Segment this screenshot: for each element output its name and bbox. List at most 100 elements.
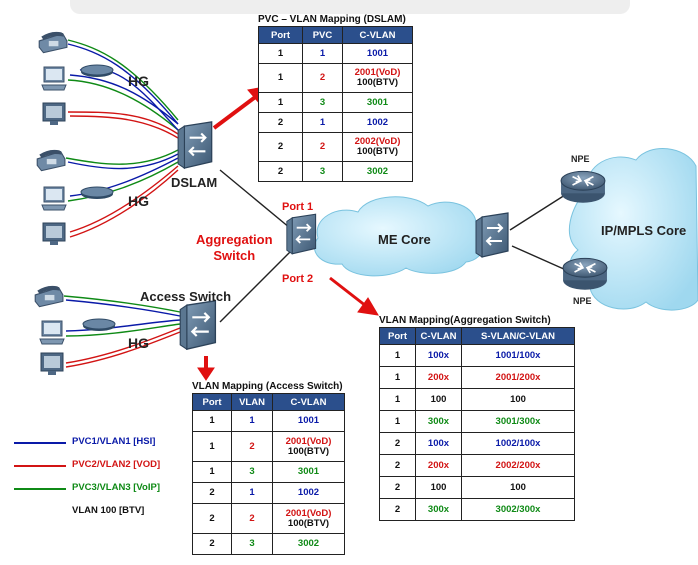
table-cell: 2 bbox=[231, 431, 273, 462]
table-cell: 100 bbox=[415, 476, 462, 499]
tv-icon bbox=[42, 222, 66, 246]
aggregation-table-title: VLAN Mapping(Aggregation Switch) bbox=[379, 315, 551, 326]
table-cell: 1 bbox=[379, 344, 416, 367]
cell-value: 1 bbox=[209, 440, 215, 452]
column-header: Port bbox=[192, 393, 232, 411]
cell-value: 1002/100x bbox=[495, 437, 541, 449]
table-cell: 200x bbox=[415, 366, 462, 389]
table-cell: 2002/200x bbox=[461, 454, 575, 477]
table-cell: 3001 bbox=[272, 461, 345, 483]
cell-value: 3002 bbox=[297, 538, 320, 549]
column-header: S-VLAN/C-VLAN bbox=[461, 327, 575, 345]
table-cell: 1 bbox=[231, 482, 273, 504]
cell-value: 2 bbox=[277, 116, 284, 128]
dslam-switch-icon bbox=[176, 120, 213, 170]
cell-value: 1 bbox=[249, 415, 255, 426]
phone-icon bbox=[36, 149, 66, 172]
table-cell: 1 bbox=[192, 431, 232, 462]
cell-value-secondary: 100(BTV) bbox=[356, 77, 399, 88]
table-cell: 2 bbox=[302, 132, 343, 162]
npe-router-icon bbox=[560, 170, 606, 204]
table-cell: 1 bbox=[192, 461, 232, 483]
table-cell: 2 bbox=[231, 503, 273, 534]
legend-label: PVC1/VLAN1 [HSI] bbox=[72, 436, 156, 447]
red-arrow-icon bbox=[329, 276, 379, 316]
hg2-service-lines bbox=[65, 149, 179, 238]
cell-value: 2 bbox=[319, 141, 326, 152]
cell-value: 2 bbox=[209, 487, 215, 498]
table-cell: 2001(VoD)100(BTV) bbox=[272, 431, 345, 462]
cell-value: 2002/200x bbox=[495, 459, 541, 471]
table-cell: 1 bbox=[258, 92, 303, 113]
tv-icon bbox=[40, 352, 64, 376]
table-cell: 2 bbox=[192, 533, 232, 555]
cell-value-secondary: 100(BTV) bbox=[356, 146, 399, 157]
table-cell: 100x bbox=[415, 432, 462, 455]
cell-value: 3 bbox=[249, 466, 255, 477]
pc-icon bbox=[39, 320, 65, 345]
table-cell: 1 bbox=[192, 410, 232, 432]
npe-label: NPE bbox=[573, 296, 592, 306]
home-gateway-icon bbox=[80, 64, 114, 78]
table-cell: 1002 bbox=[342, 112, 413, 133]
table-cell: 100x bbox=[415, 344, 462, 367]
table-cell: 2 bbox=[258, 112, 303, 133]
cell-value: 3 bbox=[319, 96, 326, 108]
table-cell: 2001/200x bbox=[461, 366, 575, 389]
me-core-label: ME Core bbox=[378, 232, 431, 247]
cell-value: 3002/300x bbox=[495, 503, 541, 515]
hg-label: HG bbox=[128, 193, 149, 209]
table-cell: 1 bbox=[258, 43, 303, 64]
cell-value: 2001/200x bbox=[495, 371, 541, 383]
cell-value: 2 bbox=[209, 512, 215, 524]
table-cell: 1 bbox=[302, 43, 343, 64]
cell-value: 1 bbox=[277, 47, 284, 59]
cell-value: 100 bbox=[430, 481, 447, 493]
table-cell: 3 bbox=[302, 92, 343, 113]
table-cell: 1 bbox=[258, 63, 303, 93]
npe-router-icon bbox=[562, 257, 608, 291]
cell-value: 300x bbox=[427, 415, 450, 427]
table-row: 1 3 3001 bbox=[192, 461, 345, 483]
cell-value: 100 bbox=[510, 481, 526, 493]
cell-value: 3 bbox=[319, 165, 326, 177]
cell-value: 2 bbox=[394, 459, 401, 471]
column-header: VLAN bbox=[231, 393, 273, 411]
hg-label: HG bbox=[128, 335, 149, 351]
cell-value: 1 bbox=[319, 116, 326, 128]
red-arrow-icon bbox=[197, 356, 215, 381]
home-gateway-icon bbox=[82, 318, 116, 332]
table-cell: 3 bbox=[302, 161, 343, 182]
cell-value: 1 bbox=[394, 415, 401, 427]
table-cell: 3002 bbox=[342, 161, 413, 182]
table-cell: 2 bbox=[258, 132, 303, 162]
table-row: 2 2 2002(VoD)100(BTV) bbox=[258, 132, 413, 162]
me-edge-switch-icon bbox=[474, 211, 510, 259]
cell-value: 1 bbox=[209, 415, 215, 426]
cell-value: 2001(VoD) bbox=[285, 435, 332, 447]
table-cell: 3 bbox=[231, 461, 273, 483]
cell-value: 1 bbox=[209, 466, 215, 477]
cell-value: 2002(VoD) bbox=[354, 136, 401, 147]
column-header: C-VLAN bbox=[272, 393, 345, 411]
table-cell: 2 bbox=[302, 63, 343, 93]
phone-icon bbox=[34, 285, 64, 308]
table-cell: 300x bbox=[415, 410, 462, 433]
column-header: Port bbox=[258, 26, 303, 44]
cell-value: 2 bbox=[209, 538, 215, 549]
npe-label: NPE bbox=[571, 154, 590, 164]
cell-value: 100 bbox=[430, 393, 447, 405]
table-cell: 1001/100x bbox=[461, 344, 575, 367]
